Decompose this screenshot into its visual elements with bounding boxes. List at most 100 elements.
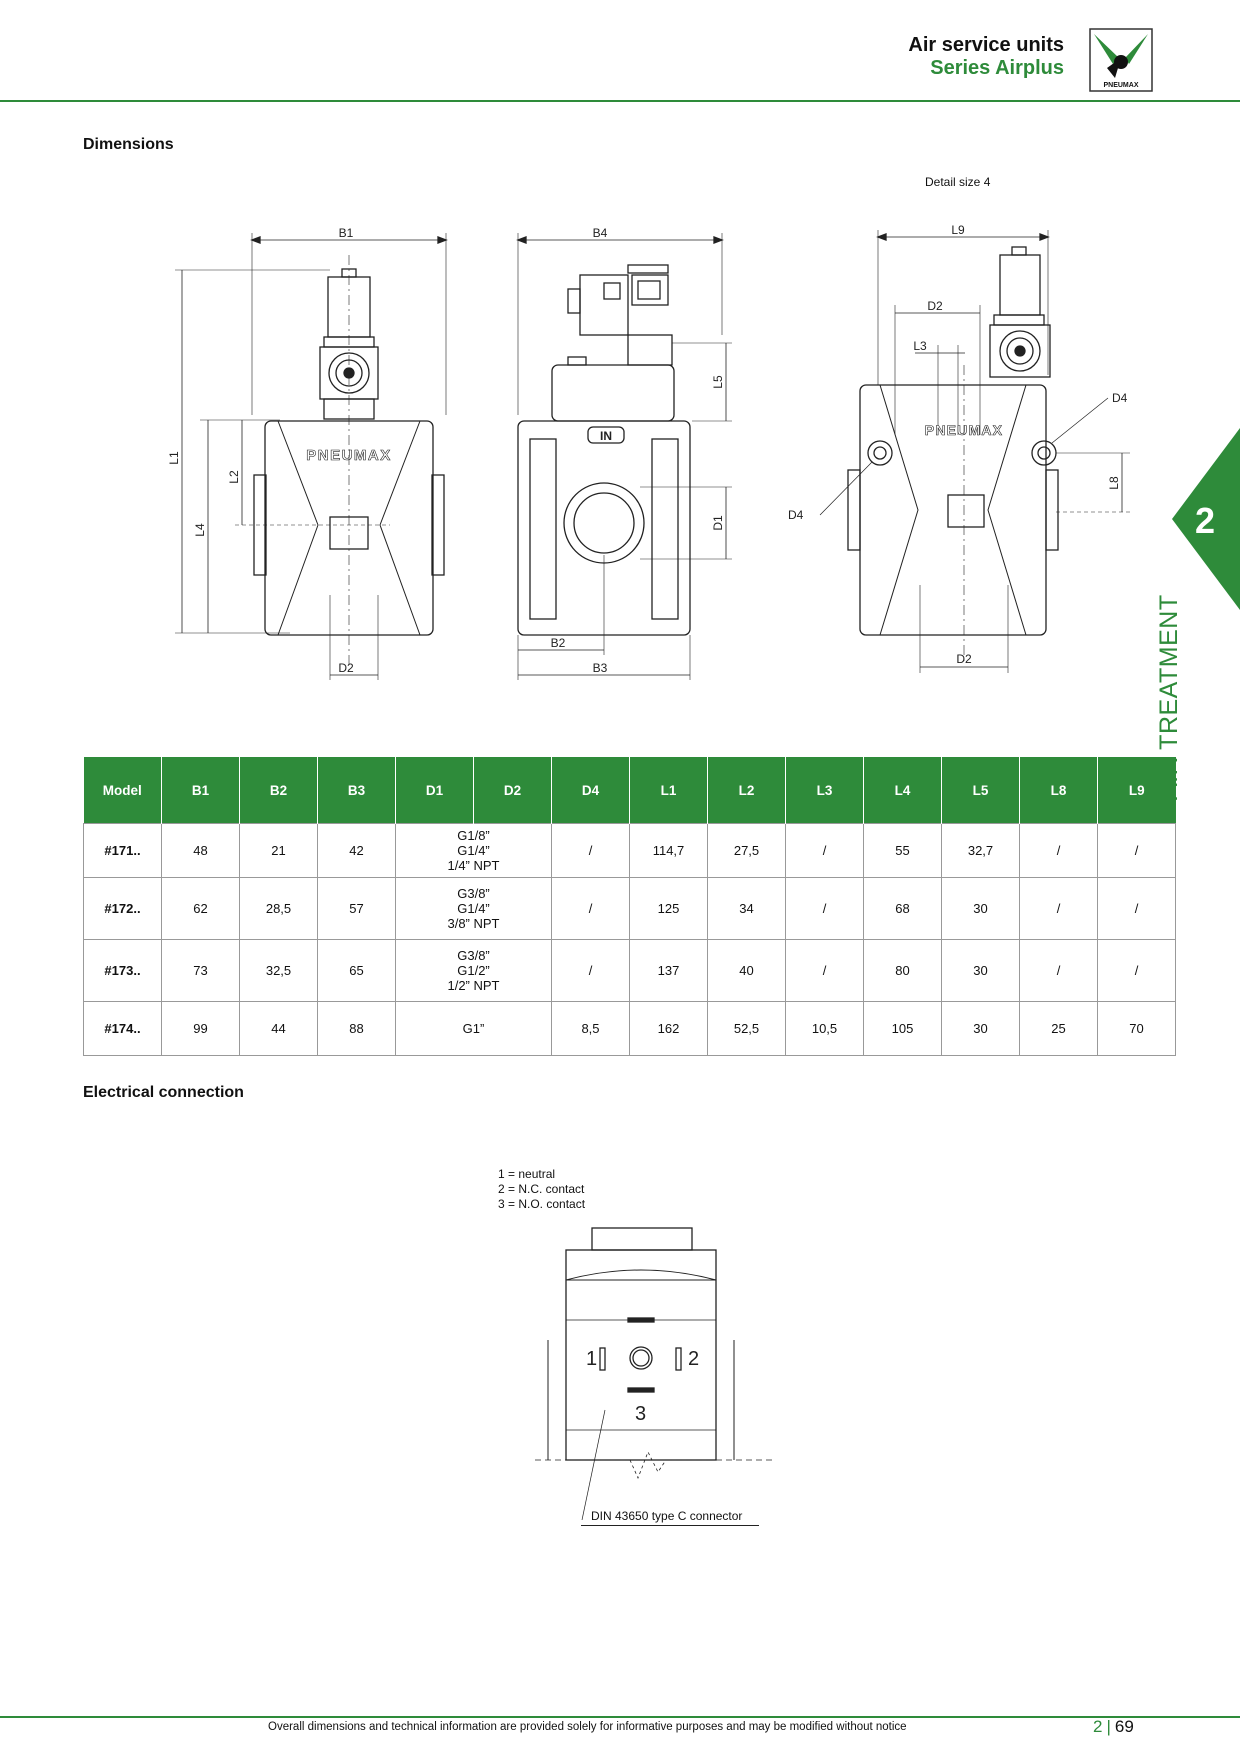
cell: / [1019, 823, 1098, 878]
cell-line: 1/2” NPT [447, 978, 500, 993]
cell-line: 3/8” NPT [447, 916, 500, 931]
dim-d4-left-label: D4 [788, 508, 804, 522]
cell: 68 [863, 877, 942, 940]
col-header: L9 [1097, 757, 1176, 824]
cell: / [1019, 877, 1098, 940]
cell: 80 [863, 939, 942, 1002]
col-header: D2 [473, 757, 552, 824]
dim-l5-label: L5 [711, 375, 725, 389]
cell: / [551, 823, 630, 878]
cell: 162 [629, 1001, 708, 1056]
connector-leader-line [581, 1525, 759, 1526]
cell-model: #174.. [83, 1001, 162, 1056]
cell-line: G1” [462, 1021, 485, 1036]
pin-2-label: 2 [688, 1348, 699, 1370]
footer-page: 69 [1114, 1717, 1134, 1736]
side-view-drawing: B4 IN L5 D1 B2 B3 [516, 226, 732, 680]
cell: 10,5 [785, 1001, 864, 1056]
cell: 8,5 [551, 1001, 630, 1056]
cell: 32,7 [941, 823, 1020, 878]
cell-model: #172.. [83, 877, 162, 940]
cell: 42 [317, 823, 396, 878]
connector-drawing: 1 2 3 [535, 1227, 775, 1520]
cell: 32,5 [239, 939, 318, 1002]
dim-l3-label: L3 [913, 339, 927, 353]
cell-d1-d2: G3/8” G1/2” 1/2” NPT [395, 939, 552, 1002]
dim-d1-label: D1 [711, 515, 725, 531]
cell: / [785, 877, 864, 940]
electrical-heading: Electrical connection [83, 1084, 244, 1101]
cell: 44 [239, 1001, 318, 1056]
cell: 57 [317, 877, 396, 940]
cell-line: G1/2” [457, 963, 490, 978]
col-header: D1 [395, 757, 474, 824]
cell: 105 [863, 1001, 942, 1056]
footer-chapter: 2 [1093, 1717, 1103, 1736]
cell: / [1097, 939, 1176, 1002]
detail-size4-drawing: L9 D2 L3 PNEUMAX D4 D4 L8 D2 [788, 225, 1130, 673]
dim-d4-right-label: D4 [1112, 391, 1128, 405]
cell-model: #171.. [83, 823, 162, 878]
footer-rule [0, 1716, 1240, 1718]
dim-l2-label: L2 [227, 470, 241, 484]
col-header: B2 [239, 757, 318, 824]
cell: 21 [239, 823, 318, 878]
legend-item: 1 = neutral [498, 1167, 556, 1181]
header-subtitle: Series Airplus [930, 57, 1064, 79]
cell: 30 [941, 939, 1020, 1002]
cell: 25 [1019, 1001, 1098, 1056]
col-header: D4 [551, 757, 630, 824]
cell-line: G1/4” [457, 843, 490, 858]
col-header: Model [83, 757, 162, 824]
cell: 114,7 [629, 823, 708, 878]
logo-text: PNEUMAX [1103, 82, 1138, 89]
chapter-number: 2 [1195, 500, 1216, 541]
cell: / [785, 939, 864, 1002]
front-view-drawing: B1 L1 L4 L2 PNEUMAX D2 [167, 226, 448, 680]
dimensions-heading: Dimensions [83, 136, 174, 153]
col-header: B1 [161, 757, 240, 824]
dim-b1-label: B1 [339, 226, 354, 240]
cell-line: G1/4” [457, 901, 490, 916]
dim-l1-label: L1 [167, 451, 181, 465]
dim-d2-bottom-label: D2 [956, 652, 972, 666]
cell-d1-d2: G1/8” G1/4” 1/4” NPT [395, 823, 552, 878]
col-header: L5 [941, 757, 1020, 824]
cell-line: 1/4” NPT [447, 858, 500, 873]
col-header: L2 [707, 757, 786, 824]
dim-l8-label: L8 [1107, 476, 1121, 490]
legend-item: 2 = N.C. contact [498, 1182, 585, 1196]
cell: / [1097, 823, 1176, 878]
cell: 65 [317, 939, 396, 1002]
cell: 62 [161, 877, 240, 940]
cell: / [551, 939, 630, 1002]
cell: 73 [161, 939, 240, 1002]
header-rule [0, 100, 1240, 102]
cell: 30 [941, 877, 1020, 940]
cell-line: G3/8” [457, 948, 490, 963]
pin-1-label: 1 [586, 1348, 597, 1370]
cell: 52,5 [707, 1001, 786, 1056]
footer-note: Overall dimensions and technical informa… [268, 1721, 907, 1733]
cell: / [551, 877, 630, 940]
table-row: #174.. 99 44 88 G1” 8,5 162 52,5 10,5 10… [83, 1001, 1176, 1056]
page-number: 2|69 [1093, 1717, 1134, 1736]
dim-l4-label: L4 [193, 523, 207, 537]
dim-d2-top-label: D2 [927, 299, 943, 313]
cell-line: G1/8” [457, 828, 490, 843]
cell: 30 [941, 1001, 1020, 1056]
cell: 27,5 [707, 823, 786, 878]
table-row: #173.. 73 32,5 65 G3/8” G1/2” 1/2” NPT /… [83, 939, 1176, 1002]
detail-brand-label: PNEUMAX [925, 422, 1003, 438]
dim-d2-label: D2 [338, 661, 354, 675]
cell-d1-d2: G1” [395, 1001, 552, 1056]
pneumax-logo: PNEUMAX [1089, 28, 1153, 92]
cell: 48 [161, 823, 240, 878]
header-title: Air service units [908, 34, 1064, 56]
col-header: L3 [785, 757, 864, 824]
col-header: B3 [317, 757, 396, 824]
cell-line: G3/8” [457, 886, 490, 901]
cell: / [1097, 877, 1176, 940]
cell: 137 [629, 939, 708, 1002]
in-port-label: IN [600, 429, 612, 443]
